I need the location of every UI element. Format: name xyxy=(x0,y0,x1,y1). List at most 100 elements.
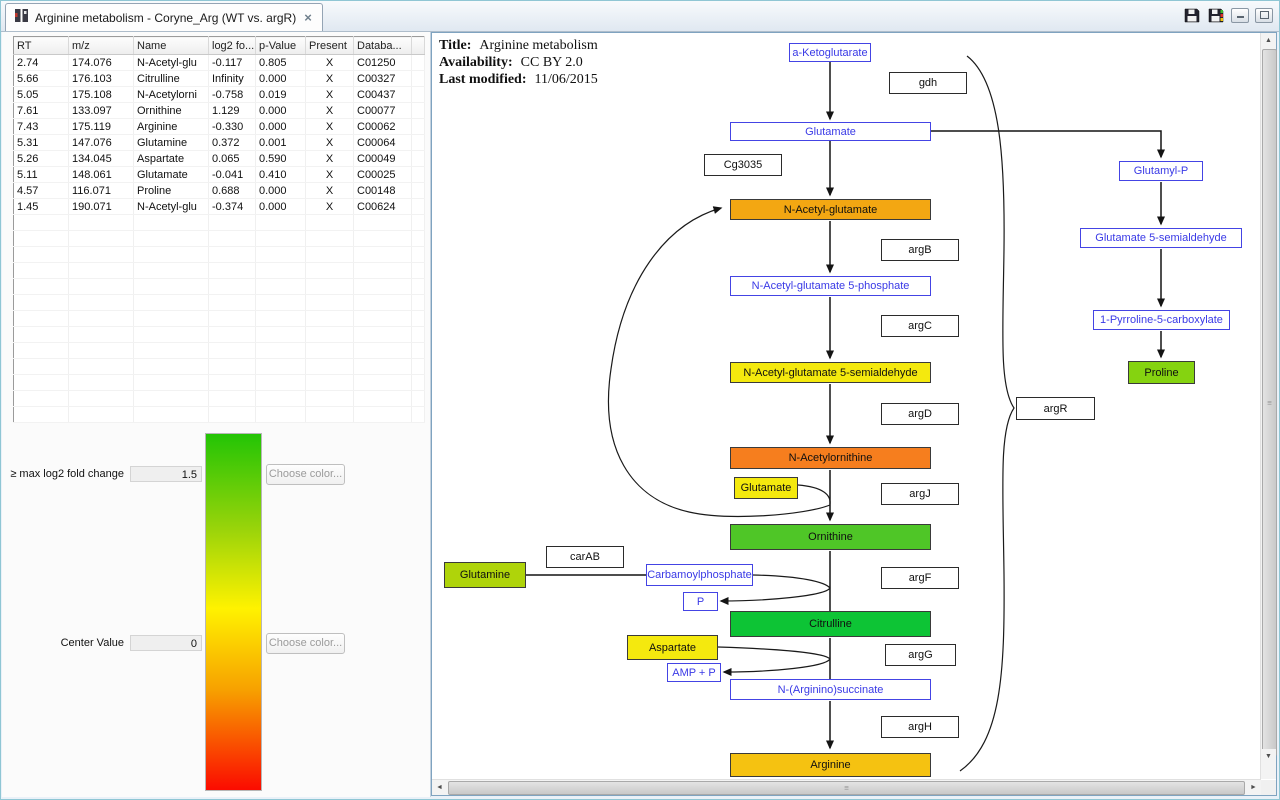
node-argH[interactable]: argH xyxy=(881,716,959,738)
choose-color-max-button[interactable]: Choose color... xyxy=(266,464,345,485)
table-row-8[interactable]: 4.57116.071Proline0.6880.000XC00148 xyxy=(14,183,425,199)
node-n-acetylornithine[interactable]: N-Acetylornithine xyxy=(730,447,931,469)
cell xyxy=(209,311,256,327)
cell xyxy=(306,215,354,231)
node-argF[interactable]: argF xyxy=(881,567,959,589)
node-1-pyrroline-5-carboxylate[interactable]: 1-Pyrroline-5-carboxylate xyxy=(1093,310,1230,330)
cell xyxy=(209,359,256,375)
column-header-1[interactable]: m/z xyxy=(69,37,134,55)
cell: C00148 xyxy=(354,183,412,199)
node-arginine[interactable]: Arginine xyxy=(730,753,931,777)
cell xyxy=(412,55,425,71)
node-n-arginino-succinate[interactable]: N-(Arginino)succinate xyxy=(730,679,931,700)
cell xyxy=(306,391,354,407)
cell: N-Acetylorni xyxy=(134,87,209,103)
tab-close-icon[interactable]: × xyxy=(302,10,314,25)
node-n-acetyl-glutamate[interactable]: N-Acetyl-glutamate xyxy=(730,199,931,220)
cell: 5.66 xyxy=(14,71,69,87)
cell xyxy=(14,247,69,263)
node-argD[interactable]: argD xyxy=(881,403,959,425)
horizontal-scroll-thumb[interactable]: ≡ xyxy=(448,781,1245,795)
node-argR[interactable]: argR xyxy=(1016,397,1095,420)
table-row-empty xyxy=(14,215,425,231)
node-citrulline[interactable]: Citrulline xyxy=(730,611,931,637)
table-row-4[interactable]: 7.43175.119Arginine-0.3300.000XC00062 xyxy=(14,119,425,135)
column-header-0[interactable]: RT xyxy=(14,37,69,55)
node-a-ketoglutarate[interactable]: a-Ketoglutarate xyxy=(789,43,871,62)
tab-arginine-metabolism[interactable]: Arginine metabolism - Coryne_Arg (WT vs.… xyxy=(5,3,323,31)
cell: N-Acetyl-glu xyxy=(134,199,209,215)
node-carAB[interactable]: carAB xyxy=(546,546,624,568)
scroll-right-icon[interactable]: ► xyxy=(1246,780,1261,795)
node-p[interactable]: P xyxy=(683,592,718,611)
table-row-3[interactable]: 7.61133.097Ornithine1.1290.000XC00077 xyxy=(14,103,425,119)
max-fold-change-input[interactable]: 1.5 xyxy=(130,466,202,482)
cell: C00064 xyxy=(354,135,412,151)
center-value-input[interactable]: 0 xyxy=(130,635,202,651)
minimize-icon[interactable] xyxy=(1231,8,1249,23)
node-glutamate[interactable]: Glutamate xyxy=(730,122,931,141)
cell xyxy=(209,343,256,359)
node-proline[interactable]: Proline xyxy=(1128,361,1195,384)
cell xyxy=(412,183,425,199)
table-row-empty xyxy=(14,407,425,423)
node-argJ[interactable]: argJ xyxy=(881,483,959,505)
node-amp-p[interactable]: AMP + P xyxy=(667,663,721,682)
cell xyxy=(306,375,354,391)
cell: C00062 xyxy=(354,119,412,135)
save-icon[interactable] xyxy=(1183,6,1201,24)
cell: Glutamine xyxy=(134,135,209,151)
scroll-left-icon[interactable]: ◄ xyxy=(432,780,447,795)
table-row-empty xyxy=(14,391,425,407)
table-row-6[interactable]: 5.26134.045Aspartate0.0650.590XC00049 xyxy=(14,151,425,167)
cell xyxy=(134,231,209,247)
choose-color-center-button[interactable]: Choose color... xyxy=(266,633,345,654)
column-header-6[interactable]: Databa... xyxy=(354,37,412,55)
column-header-2[interactable]: Name xyxy=(134,37,209,55)
pathway-edges xyxy=(433,34,1261,780)
node-argC[interactable]: argC xyxy=(881,315,959,337)
cell: -0.041 xyxy=(209,167,256,183)
node-cg3035[interactable]: Cg3035 xyxy=(704,154,782,176)
node-aspartate[interactable]: Aspartate xyxy=(627,635,718,660)
table-row-9[interactable]: 1.45190.071N-Acetyl-glu-0.3740.000XC0062… xyxy=(14,199,425,215)
table-row-2[interactable]: 5.05175.108N-Acetylorni-0.7580.019XC0043… xyxy=(14,87,425,103)
vertical-scroll-thumb[interactable]: ≡ xyxy=(1262,49,1277,756)
cell xyxy=(412,263,425,279)
maximize-icon[interactable] xyxy=(1255,8,1273,23)
horizontal-scrollbar: ◄ ≡ ► xyxy=(432,779,1261,795)
cell xyxy=(412,151,425,167)
node-n-acetyl-glutamate-5-semialdehyde[interactable]: N-Acetyl-glutamate 5-semialdehyde xyxy=(730,362,931,383)
cell: 0.001 xyxy=(256,135,306,151)
cell xyxy=(69,359,134,375)
node-glutamate-5-semialdehyde[interactable]: Glutamate 5-semialdehyde xyxy=(1080,228,1242,248)
table-row-1[interactable]: 5.66176.103CitrullineInfinity0.000XC0032… xyxy=(14,71,425,87)
save-image-icon[interactable] xyxy=(1207,6,1225,24)
node-argB[interactable]: argB xyxy=(881,239,959,261)
cell: 2.74 xyxy=(14,55,69,71)
node-ornithine[interactable]: Ornithine xyxy=(730,524,931,550)
node-gdh[interactable]: gdh xyxy=(889,72,967,94)
cell xyxy=(354,375,412,391)
table-row-5[interactable]: 5.31147.076Glutamine0.3720.001XC00064 xyxy=(14,135,425,151)
table-row-7[interactable]: 5.11148.061Glutamate-0.0410.410XC00025 xyxy=(14,167,425,183)
cell xyxy=(69,391,134,407)
scroll-down-icon[interactable]: ▼ xyxy=(1261,749,1276,764)
column-header-4[interactable]: p-Value xyxy=(256,37,306,55)
cell: -0.330 xyxy=(209,119,256,135)
cell: C00077 xyxy=(354,103,412,119)
column-header-5[interactable]: Present xyxy=(306,37,354,55)
node-glutamate-cofactor[interactable]: Glutamate xyxy=(734,477,798,499)
node-glutamyl-p[interactable]: Glutamyl-P xyxy=(1119,161,1203,181)
node-carbamoylphosphate[interactable]: Carbamoylphosphate xyxy=(646,564,753,586)
cell xyxy=(306,295,354,311)
node-glutamine[interactable]: Glutamine xyxy=(444,562,526,588)
cell: 4.57 xyxy=(14,183,69,199)
column-header-3[interactable]: log2 fo... xyxy=(209,37,256,55)
node-n-acetyl-glutamate-5-phosphate[interactable]: N-Acetyl-glutamate 5-phosphate xyxy=(730,276,931,296)
cell xyxy=(69,263,134,279)
cell xyxy=(306,311,354,327)
node-argG[interactable]: argG xyxy=(885,644,956,666)
scroll-up-icon[interactable]: ▲ xyxy=(1261,33,1276,48)
table-row-0[interactable]: 2.74174.076N-Acetyl-glu-0.1170.805XC0125… xyxy=(14,55,425,71)
